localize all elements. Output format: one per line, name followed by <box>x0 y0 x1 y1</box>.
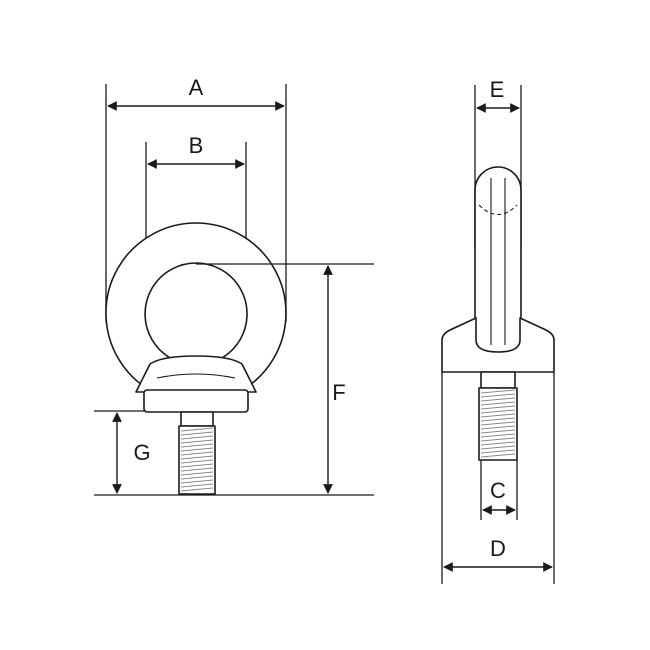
side-eye-edge <box>474 166 522 364</box>
thread-line <box>480 389 516 394</box>
thread-line <box>180 463 214 468</box>
bolt-shank <box>180 411 214 427</box>
thread-line <box>480 401 516 406</box>
dim-f-label: F <box>332 380 345 405</box>
thread-line <box>180 471 214 476</box>
thread-line <box>480 413 516 418</box>
thread-line <box>480 417 516 422</box>
thread-line <box>480 425 516 430</box>
side-collar <box>441 317 555 373</box>
thread-line <box>180 447 214 452</box>
thread-line <box>480 449 516 454</box>
thread-line <box>480 429 516 434</box>
thread-line <box>180 427 214 432</box>
thread-line <box>480 405 516 410</box>
dim-b-label: B <box>189 133 204 158</box>
thread-line <box>480 453 516 458</box>
front-view <box>105 84 287 495</box>
thread-line <box>180 467 214 472</box>
thread-line <box>480 393 516 398</box>
thread-line <box>180 479 214 484</box>
front-thread <box>178 425 216 495</box>
bolt-collar <box>143 389 249 413</box>
thread-line <box>480 433 516 438</box>
thread-line <box>180 459 214 464</box>
side-shank <box>480 371 516 389</box>
thread-line <box>180 443 214 448</box>
thread-line <box>180 487 214 492</box>
thread-line <box>480 397 516 402</box>
thread-line <box>480 445 516 450</box>
thread-line <box>180 439 214 444</box>
side-thread <box>478 387 518 461</box>
thread-line <box>180 451 214 456</box>
thread-line <box>480 441 516 446</box>
thread-line <box>180 435 214 440</box>
dim-a-label: A <box>189 75 204 100</box>
thread-line <box>180 483 214 488</box>
thread-line <box>480 437 516 442</box>
thread-line <box>180 455 214 460</box>
thread-line <box>480 409 516 414</box>
dim-d-label: D <box>490 536 506 561</box>
thread-line <box>180 475 214 480</box>
dim-e-label: E <box>490 77 505 102</box>
thread-line <box>180 431 214 436</box>
dim-c-label: C <box>490 478 506 503</box>
side-eye-hidden-curve <box>478 204 518 216</box>
side-view <box>441 85 555 584</box>
neck-shading <box>156 373 236 379</box>
dim-g-label: G <box>133 440 150 465</box>
thread-line <box>480 421 516 426</box>
